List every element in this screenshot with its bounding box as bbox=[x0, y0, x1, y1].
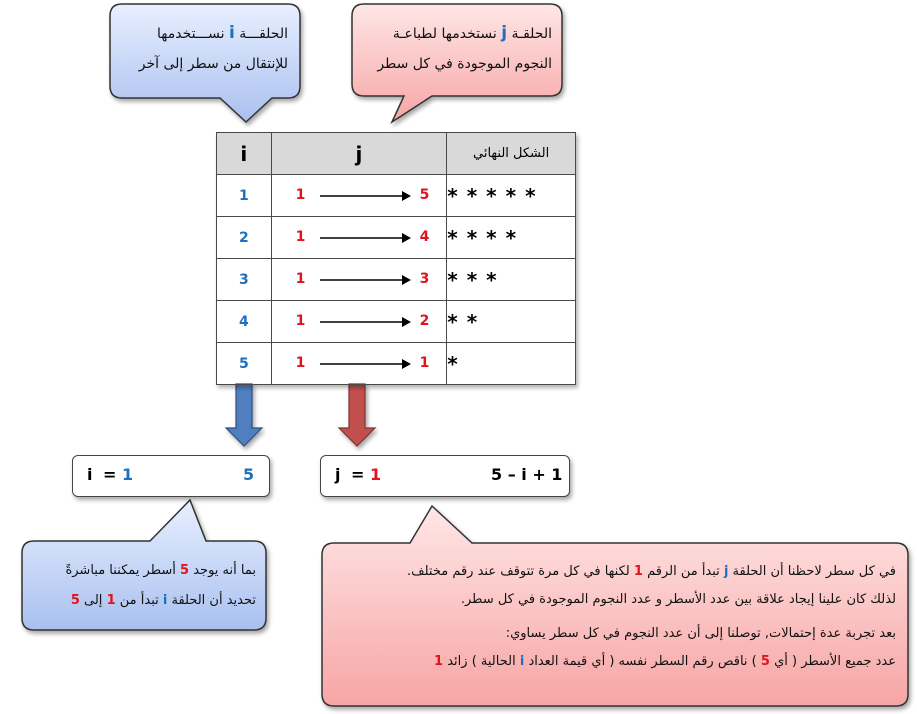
note-j-p4b: ) ناقص رقم السطر نفسه ( أي قيمة العداد bbox=[528, 654, 757, 669]
note-i-var: i bbox=[162, 593, 168, 608]
header-j: j bbox=[270, 132, 448, 175]
header-i: i bbox=[216, 132, 272, 175]
note-j-total: 5 bbox=[760, 654, 770, 669]
callout-i-var: i bbox=[228, 23, 235, 43]
red-down-arrow bbox=[337, 383, 377, 447]
formula-i-var: i bbox=[87, 465, 93, 484]
header-final-shape: الشكل النهائي bbox=[446, 132, 576, 175]
callout-i-post: نســـتخدمها bbox=[157, 26, 225, 42]
formula-i-start: 1 bbox=[122, 465, 134, 484]
row-j-start: 1 bbox=[295, 355, 306, 371]
note-j-text: في كل سطر لاحظنا أن الحلقة j تبدأ من الر… bbox=[330, 558, 896, 676]
note-j-start: 1 bbox=[633, 564, 643, 579]
formula-i-eq: = bbox=[103, 465, 117, 484]
blue-down-arrow bbox=[224, 383, 264, 447]
row-j-end: 3 bbox=[419, 271, 430, 287]
row-j-end: 2 bbox=[419, 313, 430, 329]
callout-i-pre: الحلقـــة bbox=[239, 26, 288, 42]
table-header-row: i j الشكل النهائي bbox=[216, 132, 576, 175]
note-j-p1a: في كل سطر لاحظنا أن الحلقة bbox=[732, 564, 896, 579]
row-j-arrow bbox=[319, 317, 411, 327]
note-i-start: 1 bbox=[106, 593, 116, 608]
callout-i-text: الحلقـــة i نســـتخدمها للإنتقال من سطر … bbox=[118, 18, 288, 79]
note-j-bubble bbox=[321, 504, 909, 707]
row-stars: **** bbox=[446, 216, 576, 259]
note-j-p1c: لكنها في كل مرة تتوقف عند رقم مختلف. bbox=[407, 564, 630, 579]
note-i-l2b: تبدأ من bbox=[119, 593, 159, 608]
formula-j-var: j bbox=[335, 465, 341, 484]
note-j-p4c: الحالية ) زائد bbox=[447, 654, 516, 669]
row-i-value: 3 bbox=[216, 258, 272, 301]
row-i-value: 1 bbox=[216, 174, 272, 217]
note-i-end: 5 bbox=[70, 593, 80, 608]
row-j-arrow bbox=[319, 191, 411, 201]
row-j-start: 1 bbox=[295, 271, 306, 287]
note-j-p1b: تبدأ من الرقم bbox=[647, 564, 720, 579]
note-i-text: بما أنه يوجد 5 أسطر يمكننا مباشرةً تحديد… bbox=[30, 556, 256, 616]
row-j-end: 4 bbox=[419, 229, 430, 245]
row-stars: * bbox=[446, 342, 576, 385]
note-i-l1b: أسطر يمكننا مباشرةً bbox=[65, 563, 176, 578]
row-j-start: 1 bbox=[295, 313, 306, 329]
row-j-start: 1 bbox=[295, 187, 306, 203]
row-stars: ***** bbox=[446, 174, 576, 217]
note-j-p2: لذلك كان علينا إيجاد علاقة بين عدد الأسط… bbox=[460, 592, 896, 607]
formula-i-box: i = 1 5 bbox=[72, 455, 270, 497]
formula-j-eq: = bbox=[351, 465, 365, 484]
callout-j-pre: الحلقـة bbox=[511, 26, 552, 42]
note-i-l2c: إلى bbox=[84, 593, 103, 608]
formula-j-box: j = 1 5 – i + 1 bbox=[320, 455, 570, 497]
formula-i-end: 5 bbox=[243, 465, 255, 484]
callout-i-line2: للإنتقال من سطر إلى آخر bbox=[138, 56, 288, 72]
row-stars: ** bbox=[446, 300, 576, 343]
formula-j-start: 1 bbox=[370, 465, 382, 484]
note-j-p4a: عدد جميع الأسطر ( أي bbox=[774, 654, 896, 669]
callout-j-line2: النجوم الموجودة في كل سطر bbox=[377, 56, 552, 72]
formula-j-end: 5 – i + 1 bbox=[491, 465, 563, 484]
row-i-value: 2 bbox=[216, 216, 272, 259]
row-j-arrow bbox=[319, 275, 411, 285]
note-j-var: j bbox=[723, 564, 729, 579]
note-j-plus: 1 bbox=[434, 654, 444, 669]
row-j-arrow bbox=[319, 359, 411, 369]
note-j-i-var: i bbox=[519, 654, 525, 669]
row-i-value: 4 bbox=[216, 300, 272, 343]
row-j-end: 5 bbox=[419, 187, 430, 203]
row-j-arrow bbox=[319, 233, 411, 243]
row-j-start: 1 bbox=[295, 229, 306, 245]
note-i-bubble bbox=[21, 498, 267, 631]
note-i-count: 5 bbox=[180, 563, 190, 578]
callout-j-text: الحلقـة j نستخدمها لطباعـة النجوم الموجو… bbox=[362, 18, 552, 79]
callout-j-post: نستخدمها لطباعـة bbox=[392, 26, 497, 42]
row-stars: *** bbox=[446, 258, 576, 301]
note-j-p3: بعد تجربة عدة إحتمالات, توصلنا إلى أن عد… bbox=[505, 626, 896, 641]
note-i-l2a: تحديد أن الحلقة bbox=[171, 593, 256, 608]
callout-i-bubble bbox=[109, 3, 301, 124]
callout-j-bubble bbox=[351, 3, 563, 125]
row-i-value: 5 bbox=[216, 342, 272, 385]
row-j-end: 1 bbox=[419, 355, 430, 371]
note-i-l1a: بما أنه يوجد bbox=[193, 563, 256, 578]
callout-j-var: j bbox=[501, 23, 508, 43]
